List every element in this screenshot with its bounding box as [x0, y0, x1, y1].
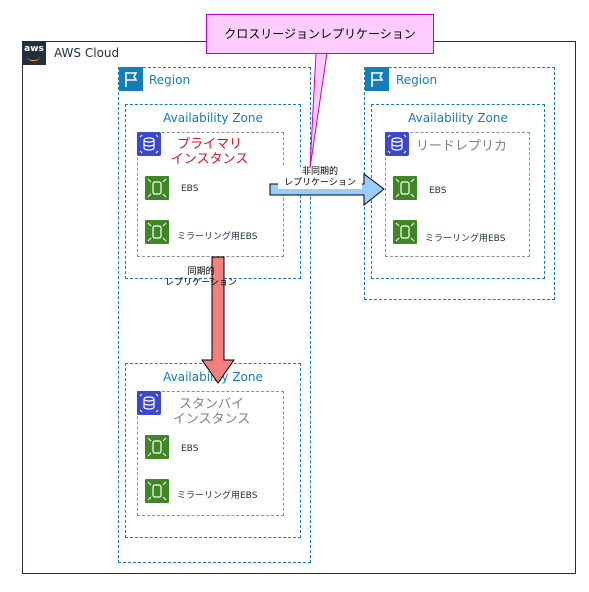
- sync-arrow-label: 同期的 レプリケーション: [157, 267, 245, 289]
- primary-mirror-ebs-label: ミラーリング用EBS: [177, 232, 258, 242]
- az-standby-label: Availability Zone: [163, 370, 263, 384]
- standby-title-line2: インスタンス: [172, 412, 251, 427]
- ebs-volume-icon: [393, 220, 417, 244]
- replica-mirror-ebs-label: ミラーリング用EBS: [425, 234, 506, 244]
- sync-label-line2: レプリケーション: [165, 278, 237, 288]
- replica-instance-group: [385, 132, 530, 257]
- replica-ebs-label: EBS: [429, 186, 447, 196]
- primary-instance-title: プライマリ インスタンス: [162, 137, 257, 167]
- aws-logo-icon: aws: [22, 41, 46, 65]
- standby-ebs-label: EBS: [181, 444, 199, 454]
- rds-instance-icon: [137, 391, 161, 415]
- replica-instance-title: リードレプリカ: [416, 139, 508, 154]
- sync-replication-arrow: [201, 256, 235, 384]
- region-flag-icon: [365, 67, 389, 91]
- note-pointer: [309, 52, 328, 169]
- primary-title-line1: プライマリ: [176, 137, 242, 152]
- region-left: [118, 67, 311, 563]
- primary-ebs-label: EBS: [181, 184, 199, 194]
- standby-instance-group: [137, 391, 284, 516]
- ebs-volume-icon: [145, 220, 169, 244]
- async-replication-arrow: [269, 173, 385, 207]
- rds-instance-icon: [137, 132, 161, 156]
- region-flag-icon: [119, 67, 143, 91]
- async-label-line2: レプリケーション: [284, 178, 356, 188]
- standby-mirror-ebs-label: ミラーリング用EBS: [177, 491, 258, 501]
- aws-cloud-label: AWS Cloud: [54, 46, 120, 60]
- async-arrow-label: 非同期的 レプリケーション: [278, 167, 362, 189]
- standby-title-line1: スタンバイ: [178, 397, 244, 412]
- az-replica-label: Availability Zone: [408, 111, 508, 125]
- sync-label-line1: 同期的: [187, 267, 215, 277]
- async-label-line1: 非同期的: [301, 167, 338, 177]
- ebs-volume-icon: [145, 435, 169, 459]
- cross-region-note: クロスリージョンレプリケーション: [206, 14, 434, 54]
- ebs-volume-icon: [393, 176, 417, 200]
- region-right-label: Region: [396, 73, 438, 87]
- ebs-volume-icon: [145, 479, 169, 503]
- primary-title-line2: インスタンス: [170, 152, 249, 167]
- ebs-volume-icon: [145, 176, 169, 200]
- az-primary-label: Availability Zone: [163, 111, 263, 125]
- standby-instance-title: スタンバイ インスタンス: [164, 397, 259, 427]
- region-left-label: Region: [149, 73, 191, 87]
- rds-instance-icon: [385, 132, 409, 156]
